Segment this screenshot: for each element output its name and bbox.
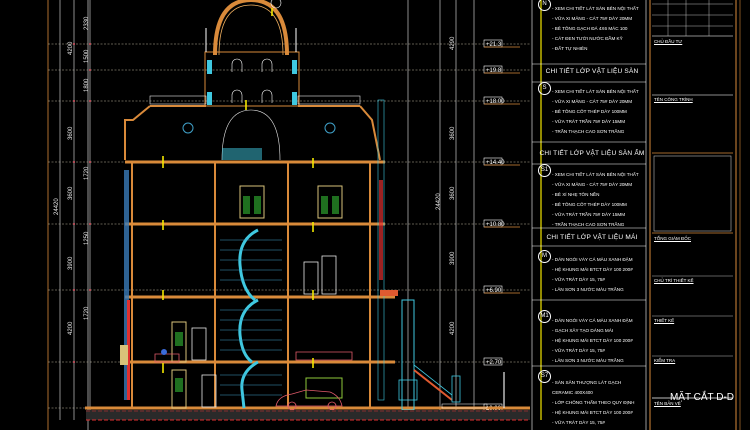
- note-item: - DÁN NGÓI VẢY CÁ MÀU XANH ĐẬM: [552, 318, 633, 323]
- note-item: - BÊ TÔNG CỐT THÉP DÀY 100MM: [552, 202, 627, 207]
- left-facade: [120, 170, 130, 400]
- level-label: +18.00: [486, 99, 505, 105]
- dim-ticks: [73, 43, 91, 363]
- note-tag: S: [538, 82, 551, 95]
- dim-text: 4200: [68, 41, 74, 55]
- mansard-roof: [124, 105, 381, 161]
- note-item: - VỮA TRÁT DÀY 15, 75#: [552, 420, 605, 425]
- level-label: +19.8: [486, 68, 502, 74]
- note-section-title: CHI TIẾT LỚP VẬT LIỆU MÁI: [546, 234, 638, 241]
- title-block-project-label: TÊN CÔNG TRÌNH: [654, 97, 693, 102]
- title-block-lead-designer-label: CHỦ TRÌ THIẾT KẾ: [654, 278, 694, 283]
- note-item: - BÊ TÔNG GẠCH ĐÁ 4X6 MÁC 100: [552, 26, 628, 31]
- dim-text: 1720: [84, 306, 90, 320]
- note-item: - HỆ KHUNG MÁI BTCT DÀY 100 200#: [552, 267, 633, 272]
- note-section-title: CHI TIẾT LỚP VẬT LIỆU SÀN ẨM: [539, 150, 645, 157]
- dim-text: 3600: [450, 186, 456, 200]
- note-item: - HỆ KHUNG MÁI BTCT DÀY 100 200#: [552, 410, 633, 415]
- note-item: - ĐẤT TỰ NHIÊN: [552, 46, 588, 51]
- note-tag: M: [538, 250, 551, 263]
- dim-text: 2330: [84, 16, 90, 30]
- spiral-staircase: [220, 228, 282, 409]
- note-item: - BÊ TÔNG CỐT THÉP DÀY 100MM: [552, 109, 627, 114]
- note-item: - VỮA TRÁT DÀY 15, 75#: [552, 348, 605, 353]
- right-overall-dim: 24420: [436, 193, 442, 210]
- note-item: - BÊ XỈ NHẸ TÔN NỀN: [552, 192, 600, 197]
- title-block-designer-label: THIẾT KẾ: [654, 318, 675, 323]
- dim-text: 1720: [84, 166, 90, 180]
- level-label: +21.3: [486, 42, 502, 48]
- note-item: CERAMIC 400X400: [552, 390, 593, 395]
- note-item: - XEM CHI TIẾT LÁT SÀN BÊN NỘI THẤT: [552, 6, 639, 11]
- note-item: - VỮA TRÁT TRẦN 75# DÀY 15MM: [552, 119, 626, 124]
- note-item: - VỮA XI MĂNG - CÁT 75# DÀY 20MM: [552, 99, 633, 104]
- note-item: - XEM CHI TIẾT LÁT SÀN BÊN NỘI THẤT: [552, 89, 639, 94]
- note-tag: M1: [538, 310, 551, 323]
- note-item: - CÁT ĐEN TƯỚI NƯỚC ĐẦM KỸ: [552, 36, 623, 41]
- dome: [213, 0, 289, 56]
- drum: [204, 28, 300, 107]
- note-item: - LỚP CHỐNG THẤM THEO QUY ĐỊNH: [552, 400, 635, 405]
- dim-text: 3600: [450, 126, 456, 140]
- right-dimension-lines: [407, 0, 475, 420]
- note-item: - VỮA TRÁT TRẦN 75# DÀY 15MM: [552, 212, 626, 217]
- note-item: - DÁN NGÓI VẢY CÁ MÀU XANH ĐẬM: [552, 257, 633, 262]
- note-section-title: CHI TIẾT LỚP VẬT LIỆU SÀN: [545, 68, 639, 75]
- note-item: - TRẦN THẠCH CAO SƠN TRẮNG: [552, 222, 625, 227]
- roof-balustrade: [149, 95, 361, 107]
- note-item: - GẠCH XÂY TẠO DÁNG MÁI: [552, 328, 614, 333]
- note-tag: N: [538, 0, 551, 11]
- overall-height-dim: 24420: [54, 198, 60, 215]
- note-item: - XEM CHI TIẾT LÁT SÀN BÊN NỘI THẤT: [552, 172, 639, 177]
- title-block-director-label: TỔNG GIÁM ĐỐC: [654, 236, 691, 241]
- dim-text: 3600: [68, 186, 74, 200]
- note-tag: S7: [538, 370, 551, 383]
- floor-slabs: [85, 160, 530, 410]
- level-label: +6.90: [486, 288, 502, 294]
- dim-text: 4290: [450, 36, 456, 50]
- note-item: - TRẦN THẠCH CAO SƠN TRẮNG: [552, 129, 625, 134]
- note-item: - VỮA XI MĂNG - CÁT 75# DÀY 20MM: [552, 16, 633, 21]
- title-block-checker-label: KIỂM TRA: [654, 358, 676, 363]
- material-notes-panel: N - XEM CHI TIẾT LÁT SÀN BÊN NỘI THẤT - …: [530, 0, 648, 430]
- title-block-frame: [649, 0, 741, 430]
- right-facade: [377, 99, 418, 411]
- level-label: +10.80: [486, 222, 505, 228]
- note-item: - VỮA TRÁT DÀY 15, 75#: [552, 277, 605, 282]
- title-block-client-label: CHỦ ĐẦU TƯ: [654, 39, 683, 44]
- level-label: +2.70: [486, 360, 502, 366]
- note-item: - LĂN SƠN 3 NƯỚC MÀU TRẮNG: [552, 287, 624, 292]
- note-tag: S1: [538, 164, 551, 177]
- dim-text: 1800: [84, 78, 90, 92]
- note-item: - HỆ KHUNG MÁI BTCT DÀY 100 200#: [552, 338, 633, 343]
- dim-text: 4200: [68, 321, 74, 335]
- note-item: - VỮA XI MĂNG - CÁT 75# DÀY 20MM: [552, 182, 633, 187]
- furniture: [154, 349, 353, 363]
- note-item: - LĂN SƠN 3 NƯỚC MÀU TRẮNG: [552, 358, 624, 363]
- level-label: +14.40: [486, 160, 505, 166]
- dim-text: 3900: [450, 251, 456, 265]
- note-item: - SÀN SÂN THƯỢNG LÁT GẠCH: [552, 380, 622, 385]
- foundation: [86, 410, 530, 421]
- dim-text: 4200: [450, 321, 456, 335]
- dim-text: 1500: [84, 49, 90, 63]
- dim-text: 3600: [68, 126, 74, 140]
- sheet-title: MẶT CẮT D-D: [669, 392, 735, 403]
- title-block-sheet-name-label: TÊN BẢN VẼ: [654, 401, 681, 406]
- doors: [171, 185, 343, 409]
- section-tag-markers: [162, 100, 314, 373]
- outdoor-stair: [413, 364, 505, 409]
- dim-text: 3900: [68, 256, 74, 270]
- walls: [131, 162, 371, 408]
- notes-frame: [531, 0, 647, 430]
- dim-text: 1250: [84, 231, 90, 245]
